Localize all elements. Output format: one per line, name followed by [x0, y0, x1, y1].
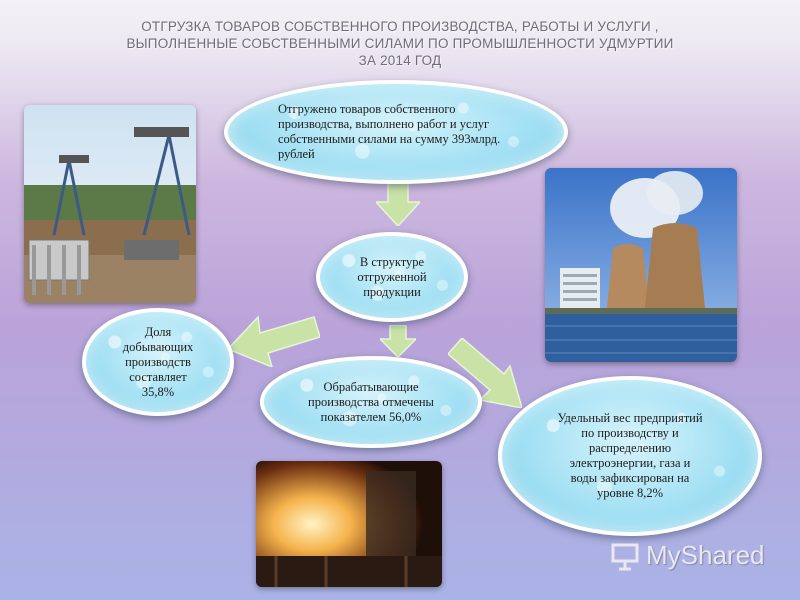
bubble-energy-share: Удельный вес предприятий по производству…: [498, 376, 762, 536]
arrow-down-center: [380, 325, 416, 357]
bubble-manufacturing-share: Обрабатывающие производства отмечены пок…: [260, 356, 482, 448]
presentation-board-icon: [611, 543, 639, 570]
cooling-towers-photo: [545, 168, 737, 362]
title-line-3: ЗА 2014 ГОД: [358, 53, 442, 68]
bubble-mining-share-text: Доля добывающих производств составляет 3…: [122, 324, 194, 399]
arrow-down-top: [376, 182, 420, 226]
arrow-left: [228, 315, 320, 367]
steel-furnace-photo: [256, 461, 442, 587]
slide-title: ОТГРУЗКА ТОВАРОВ СОБСТВЕННОГО ПРОИЗВОДСТ…: [100, 18, 700, 69]
bubble-total-shipment-text: Отгружено товаров собственного производс…: [278, 102, 501, 161]
bubble-structure-text: В структуре отгруженной продукции: [357, 254, 427, 299]
bubble-manufacturing-share-text: Обрабатывающие производства отмечены пок…: [308, 379, 434, 424]
title-line-1: ОТГРУЗКА ТОВАРОВ СОБСТВЕННОГО ПРОИЗВОДСТ…: [141, 19, 659, 34]
title-line-2: ВЫПОЛНЕННЫЕ СОБСТВЕННЫМИ СИЛАМИ ПО ПРОМЫ…: [126, 36, 674, 51]
arrow-right: [448, 338, 522, 408]
myshared-logo: MyShared: [610, 540, 765, 571]
bubble-energy-share-text: Удельный вес предприятий по производству…: [557, 411, 703, 500]
bubble-total-shipment: Отгружено товаров собственного производс…: [224, 80, 568, 184]
bubble-structure: В структуре отгруженной продукции: [316, 232, 468, 322]
logo-text: MyShared: [646, 540, 765, 570]
oil-pumps-photo: [24, 105, 196, 303]
bubble-mining-share: Доля добывающих производств составляет 3…: [82, 308, 234, 416]
